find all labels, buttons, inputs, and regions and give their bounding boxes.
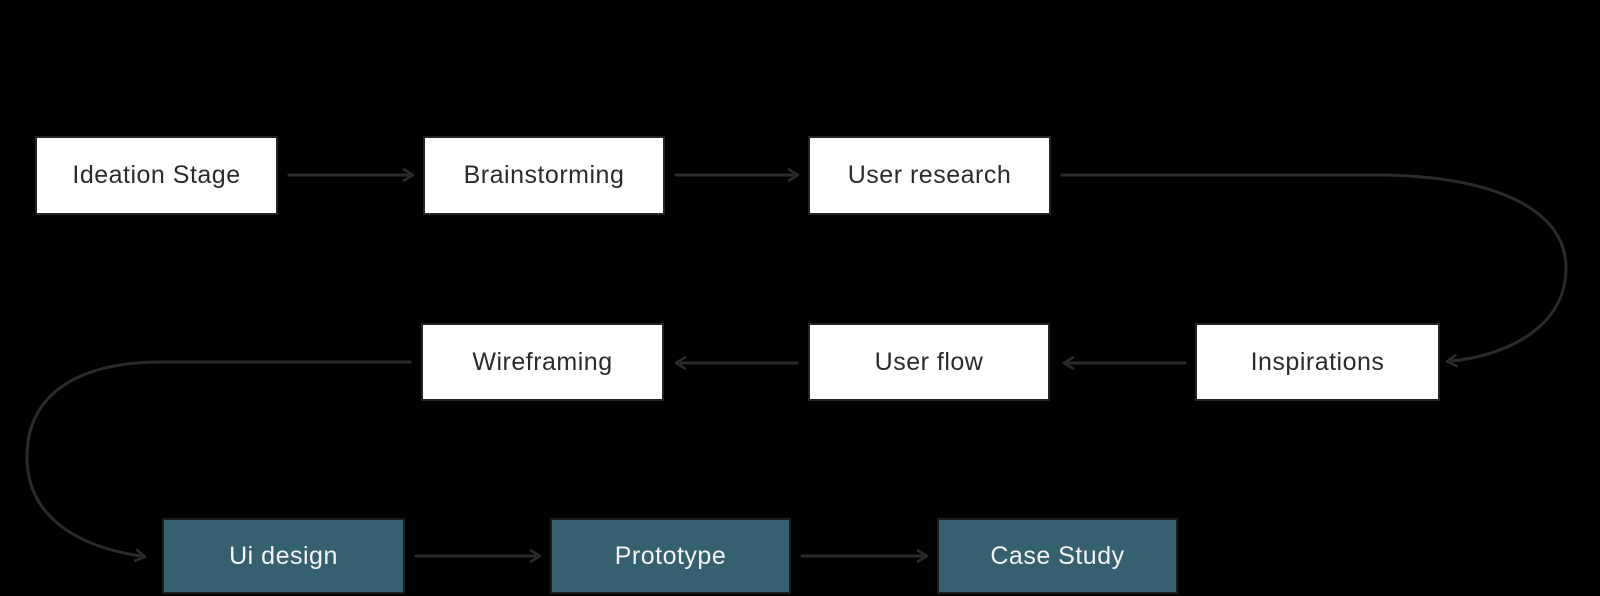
node-user-flow: User flow	[808, 323, 1050, 401]
node-ideation-stage: Ideation Stage	[35, 136, 278, 215]
node-user-research: User research	[808, 136, 1051, 215]
node-ui-design: Ui design	[162, 518, 405, 594]
arrow-wireframing-to-ui-design	[25, 360, 412, 563]
node-case-study: Case Study	[937, 518, 1178, 594]
node-prototype: Prototype	[550, 518, 791, 594]
node-inspirations: Inspirations	[1195, 323, 1440, 401]
node-wireframing: Wireframing	[421, 323, 664, 401]
arrow-user-research-to-inspirations	[1060, 173, 1568, 368]
node-brainstorming: Brainstorming	[423, 136, 665, 215]
